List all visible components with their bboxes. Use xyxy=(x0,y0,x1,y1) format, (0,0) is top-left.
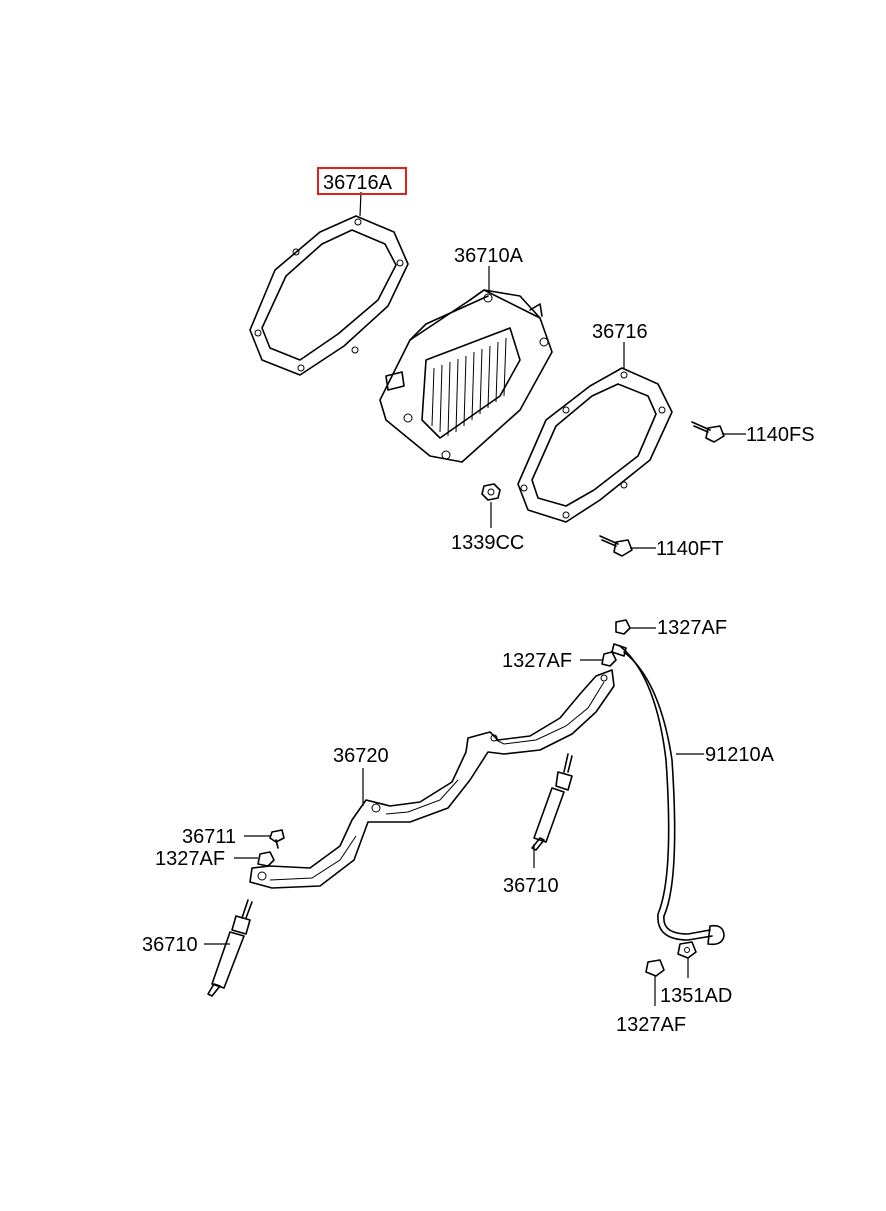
label-36716A[interactable]: 36716A xyxy=(323,172,393,194)
bolt-1140FT[interactable] xyxy=(599,535,633,557)
nut-1339CC[interactable] xyxy=(481,483,501,501)
label-36710-left[interactable]: 36710 xyxy=(142,934,198,956)
label-36716[interactable]: 36716 xyxy=(592,321,648,343)
leader-lines xyxy=(204,191,746,1006)
label-1327AF-left[interactable]: 1327AF xyxy=(155,848,225,870)
label-36710-center[interactable]: 36710 xyxy=(503,875,559,897)
label-1339CC[interactable]: 1339CC xyxy=(451,532,524,554)
nut-1327AF-mid[interactable] xyxy=(601,651,617,667)
label-1140FT[interactable]: 1140FT xyxy=(656,538,723,560)
label-91210A[interactable]: 91210A xyxy=(705,744,775,766)
screw-36711[interactable] xyxy=(269,829,285,849)
fin-lines xyxy=(431,337,507,437)
selected-part-highlight xyxy=(317,167,407,195)
label-1140FS[interactable]: 1140FS xyxy=(746,424,815,446)
label-1327AF-top[interactable]: 1327AF xyxy=(657,617,727,639)
cable-91210A[interactable] xyxy=(611,643,725,946)
bus-plate-36720[interactable] xyxy=(249,669,615,889)
heat-exchanger-36710A[interactable] xyxy=(379,289,553,463)
glow-plug-36710-center[interactable] xyxy=(531,753,573,851)
glow-plug-36710-left[interactable] xyxy=(207,899,253,997)
label-1327AF-bottom[interactable]: 1327AF xyxy=(616,1014,686,1036)
label-36710A[interactable]: 36710A xyxy=(454,245,524,267)
nut-1327AF-left[interactable] xyxy=(257,851,275,867)
washer-1351AD[interactable] xyxy=(677,941,697,959)
label-36720[interactable]: 36720 xyxy=(333,745,389,767)
nut-1327AF-top[interactable] xyxy=(615,619,631,635)
mesh-screen-gasket-36716A[interactable] xyxy=(249,215,409,376)
label-1327AF-mid[interactable]: 1327AF xyxy=(502,650,572,672)
bolt-1140FS[interactable] xyxy=(691,421,725,443)
gasket-36716[interactable] xyxy=(517,367,673,523)
label-1351AD[interactable]: 1351AD xyxy=(660,985,732,1007)
nut-1327AF-bottom[interactable] xyxy=(645,959,665,977)
label-36711[interactable]: 36711 xyxy=(182,826,236,848)
